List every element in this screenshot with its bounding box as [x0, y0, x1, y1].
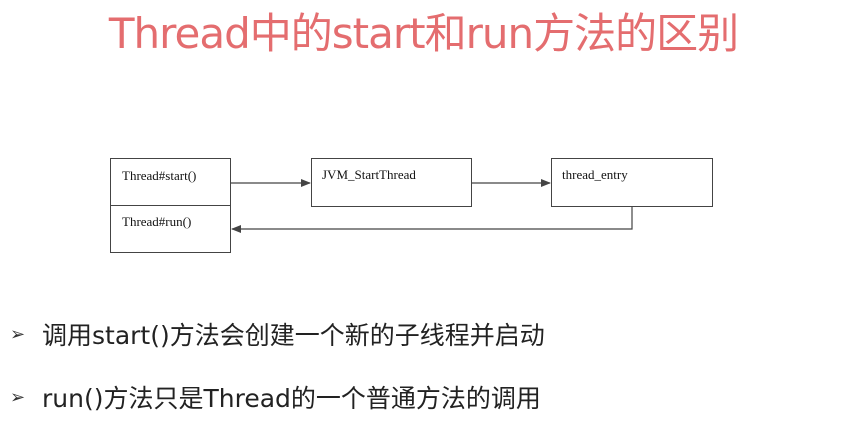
thread-entry-box — [551, 158, 713, 207]
thread-entry-label: thread_entry — [562, 167, 628, 182]
thread-box — [110, 158, 231, 253]
slide-title: Thread中的start和run方法的区别 — [108, 9, 739, 58]
thread-box-divider — [111, 205, 230, 206]
bullet-text: run()方法只是Thread的一个普通方法的调用 — [42, 384, 541, 413]
arrow-bullet-icon: ➢ — [10, 323, 26, 345]
jvm-start-thread-box — [311, 158, 472, 207]
thread-start-label: Thread#start() — [122, 168, 197, 183]
arrow-bullet-icon: ➢ — [10, 386, 26, 408]
arrow-entry-to-run — [231, 207, 633, 233]
bullet-item-normal-call: ➢ run()方法只是Thread的一个普通方法的调用 — [10, 380, 541, 414]
jvm-start-thread-label: JVM_StartThread — [322, 167, 416, 182]
bullet-text: 调用start()方法会创建一个新的子线程并启动 — [42, 321, 545, 350]
bullet-item-new-thread: ➢ 调用start()方法会创建一个新的子线程并启动 — [10, 317, 545, 351]
thread-run-label: Thread#run() — [122, 214, 192, 229]
